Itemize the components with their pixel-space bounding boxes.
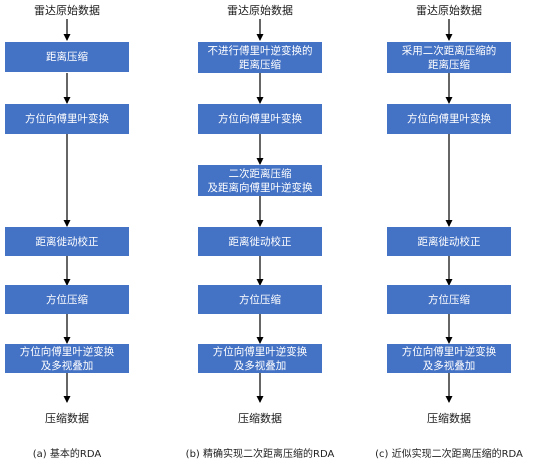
step-a-azimuth-compression: 方位压缩 (5, 285, 129, 314)
step-b-rcmc: 距离徙动校正 (198, 227, 322, 256)
step-b-src-range-ifft: 二次距离压缩 及距离向傅里叶逆变换 (198, 165, 322, 196)
step-c-rcmc: 距离徙动校正 (387, 227, 511, 256)
step-a-azimuth-ifft-multilook: 方位向傅里叶逆变换 及多视叠加 (5, 344, 129, 373)
step-b-azimuth-compression: 方位压缩 (198, 285, 322, 314)
step-c-azimuth-compression: 方位压缩 (387, 285, 511, 314)
step-a-range-compression: 距离压缩 (5, 42, 129, 72)
output-label-b: 压缩数据 (238, 412, 282, 425)
step-a-azimuth-fft: 方位向傅里叶变换 (5, 104, 129, 134)
caption-b: (b) 精确实现二次距离压缩的RDA (185, 449, 335, 460)
step-a-rcmc: 距离徙动校正 (5, 227, 129, 256)
step-c-range-compression-src: 采用二次距离压缩的 距离压缩 (387, 42, 511, 73)
step-b-azimuth-ifft-multilook: 方位向傅里叶逆变换 及多视叠加 (198, 344, 322, 373)
step-b-azimuth-fft: 方位向傅里叶变换 (198, 104, 322, 134)
step-c-azimuth-fft: 方位向傅里叶变换 (387, 104, 511, 134)
step-c-azimuth-ifft-multilook: 方位向傅里叶逆变换 及多视叠加 (387, 344, 511, 373)
input-label-a: 雷达原始数据 (34, 4, 100, 17)
output-label-a: 压缩数据 (45, 412, 89, 425)
output-label-c: 压缩数据 (427, 412, 471, 425)
step-b-range-compression-no-ifft: 不进行傅里叶逆变换的 距离压缩 (198, 42, 322, 73)
input-label-b: 雷达原始数据 (227, 4, 293, 17)
caption-a: (a) 基本的RDA (32, 449, 102, 460)
caption-c: (c) 近似实现二次距离压缩的RDA (375, 449, 523, 460)
input-label-c: 雷达原始数据 (416, 4, 482, 17)
